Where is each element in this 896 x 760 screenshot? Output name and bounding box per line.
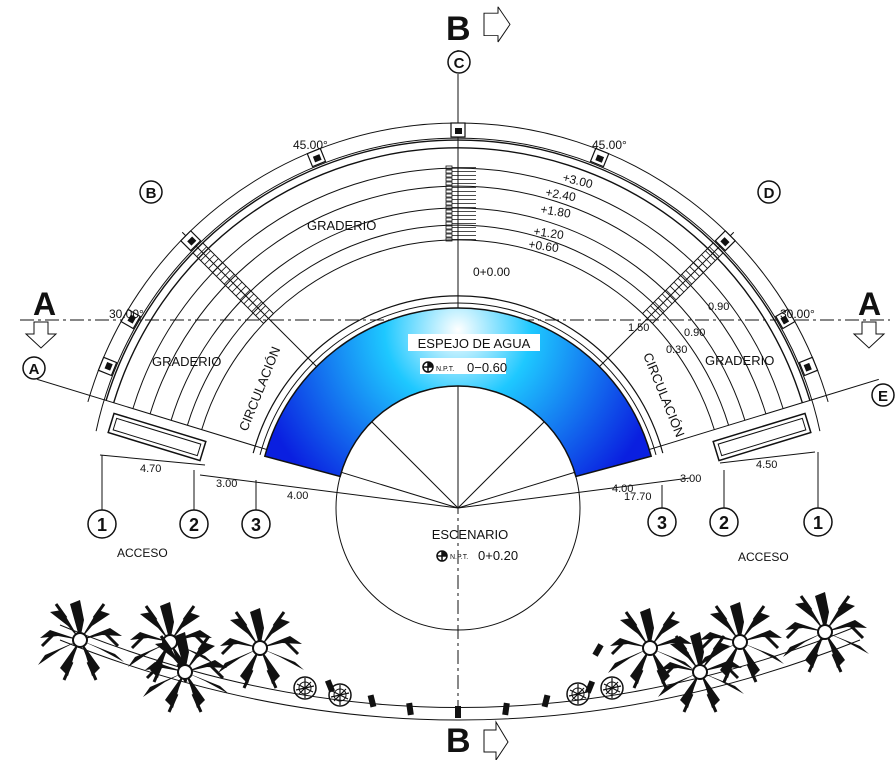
svg-text:2: 2	[189, 515, 199, 535]
plan-overlay	[97, 122, 819, 718]
dim-3-00-left: 3.00	[216, 478, 237, 490]
angle-label-top-left: 45.00°	[293, 138, 328, 152]
rim-block	[120, 308, 142, 330]
dim-17-70: 17.70	[624, 491, 652, 503]
circulacion-left-label: CIRCULACIÓN	[236, 344, 283, 433]
ring-marker-right-2: 2	[709, 507, 739, 537]
dim-0-30: 0.30	[666, 344, 687, 356]
radial-axis-line	[457, 378, 879, 509]
section-mark-a-right: A	[852, 286, 886, 349]
axis-marker-b: B	[139, 180, 163, 204]
npt-marker-espejo: N.P.T. 0−0.60	[420, 358, 507, 375]
svg-text:0+0.20: 0+0.20	[478, 548, 518, 563]
stair-flight-center	[445, 165, 476, 242]
svg-text:A: A	[33, 286, 56, 322]
svg-text:2: 2	[719, 513, 729, 533]
axis-marker-e: E	[871, 383, 895, 407]
axis-marker-c: C	[447, 50, 471, 74]
espejo-label: ESPEJO DE AGUA	[418, 336, 531, 351]
svg-text:1: 1	[813, 513, 823, 533]
svg-text:B: B	[446, 10, 471, 48]
ring-marker-left-3: 3	[241, 509, 271, 539]
dimension-line	[199, 474, 459, 509]
ring-marker-right-1: 1	[803, 507, 833, 537]
ground-curve-inner	[59, 639, 861, 721]
svg-text:1: 1	[97, 515, 107, 535]
graderio-left-label: GRADERIO	[152, 354, 221, 369]
water-mirror	[263, 307, 653, 478]
svg-text:0−0.60: 0−0.60	[467, 360, 507, 375]
espejo-label-box	[408, 334, 540, 351]
dim-4-00-right: 4.00	[612, 483, 633, 495]
circulacion-right-label: CIRCULACIÓN	[640, 351, 687, 440]
dim-4-70: 4.70	[140, 463, 161, 475]
level-label-1-20: +1.20	[533, 224, 565, 242]
rim-block	[450, 122, 466, 138]
entrance-platform	[107, 412, 207, 462]
rim-block	[798, 356, 819, 377]
bench-mark	[367, 694, 377, 708]
ring-marker-left-1: 1	[87, 509, 117, 539]
dim-0-90-b: 0.90	[684, 327, 705, 339]
entrance-platform	[712, 412, 812, 462]
graderio-right-label: GRADERIO	[705, 353, 774, 368]
bench-mark	[455, 706, 461, 718]
bench-mark	[406, 702, 414, 716]
ring-marker-right-3: 3	[647, 507, 677, 537]
rim-block	[589, 147, 610, 168]
level-label-1-80: +1.80	[540, 202, 573, 221]
svg-text:3: 3	[251, 515, 261, 535]
escenario-label: ESCENARIO	[432, 527, 509, 542]
stair-flight	[642, 242, 724, 324]
rim-block	[306, 147, 327, 168]
axis-marker-a: A	[22, 356, 46, 380]
svg-text:A: A	[858, 286, 881, 322]
svg-text:N.P.T.: N.P.T.	[450, 554, 468, 561]
level-label-0-60: +0.60	[528, 237, 560, 255]
svg-text:A: A	[29, 361, 40, 378]
acceso-right-label: ACCESO	[738, 550, 789, 564]
dim-4-00-left: 4.00	[287, 490, 308, 502]
svg-text:3: 3	[657, 513, 667, 533]
axis-marker-d: D	[757, 180, 781, 204]
ring-marker-left-2: 2	[179, 509, 209, 539]
bench-mark	[592, 643, 604, 657]
svg-text:D: D	[764, 185, 775, 202]
bench-mark	[502, 702, 510, 716]
dim-1-50: 1.50	[628, 322, 649, 334]
angle-label-top-right: 45.00°	[592, 138, 627, 152]
section-mark-b-top: B	[446, 6, 511, 48]
section-mark-b-bottom: B	[446, 720, 509, 760]
rim-block	[774, 308, 796, 330]
rim-block	[714, 229, 737, 252]
dimension-line	[457, 477, 691, 509]
bench-mark	[541, 694, 551, 708]
radial-axis-line	[37, 378, 459, 509]
dimension-line	[99, 454, 206, 466]
level-label-2-40: +2.40	[544, 185, 577, 204]
npt-marker-escenario: N.P.T. 0+0.20	[436, 548, 518, 563]
dim-0-90-a: 0.90	[708, 301, 729, 313]
acceso-left-label: ACCESO	[117, 546, 168, 560]
stair-flight	[192, 242, 274, 324]
rim-block	[97, 356, 118, 377]
bench-mark	[324, 679, 336, 693]
bench-mark	[584, 680, 596, 694]
angle-label-left: 30.00°	[109, 307, 144, 321]
landscape-palms	[36, 590, 871, 714]
svg-text:E: E	[878, 388, 888, 405]
svg-text:C: C	[454, 55, 465, 72]
graderio-top-label: GRADERIO	[307, 218, 376, 233]
dimension-line	[719, 451, 816, 464]
rim-block	[179, 229, 202, 252]
dim-4-50: 4.50	[756, 459, 777, 471]
dim-3-00-right: 3.00	[680, 473, 701, 485]
svg-text:B: B	[446, 722, 471, 760]
angle-label-right: 30.00°	[780, 307, 815, 321]
svg-text:B: B	[146, 185, 157, 202]
svg-text:N.P.T.: N.P.T.	[436, 366, 454, 373]
level-label-zero: 0+0.00	[473, 265, 510, 279]
section-mark-a-left: A	[24, 286, 58, 349]
